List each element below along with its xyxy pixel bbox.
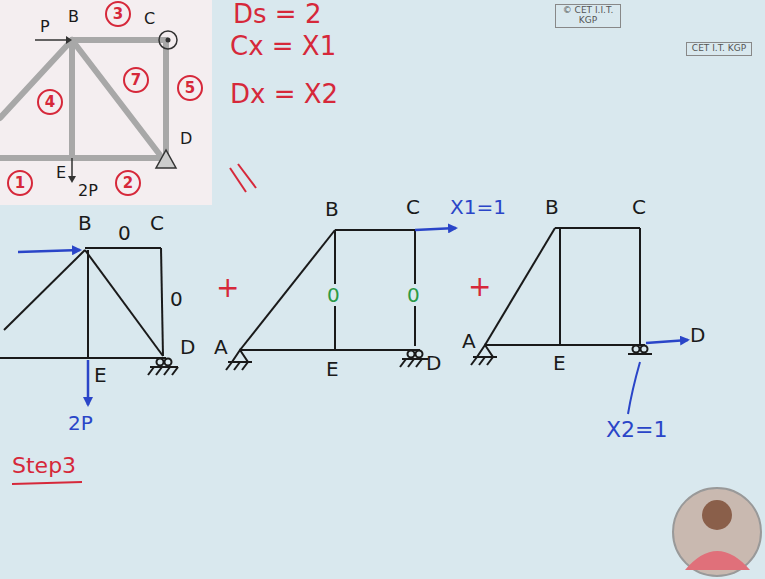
handwritten-label: C [144, 10, 155, 28]
handwritten-label: E [56, 164, 66, 182]
truss-one [0, 248, 178, 375]
handwritten-label: B [68, 8, 79, 26]
handwritten-label: 2P [78, 182, 98, 200]
handwritten-label: E [326, 358, 339, 380]
handwritten-label: D [426, 352, 441, 374]
member-number-circle: 3 [105, 1, 131, 27]
inset-truss [0, 40, 166, 158]
member-number: 1 [15, 176, 25, 191]
handwritten-label: X1=1 [450, 196, 506, 218]
handwritten-label: 0 [118, 222, 131, 244]
handwritten-label: 0 [325, 284, 342, 306]
handwritten-label: Dx = X2 [230, 80, 338, 109]
handwritten-label: + [216, 273, 239, 304]
member-number: 7 [131, 73, 141, 88]
handwritten-label: Ds = 2 [233, 0, 321, 29]
handwritten-label: B [78, 212, 92, 234]
handwritten-label: P [40, 18, 50, 36]
member-number: 2 [123, 176, 133, 191]
member-number: 4 [45, 95, 55, 110]
handwritten-label: B [325, 198, 339, 220]
truss-three [471, 228, 652, 365]
inset-panel [0, 0, 212, 205]
handwritten-label: C [406, 196, 420, 218]
handwritten-label: + [468, 272, 491, 303]
member-number-circle: 5 [177, 75, 203, 101]
member-number-circle: 4 [37, 89, 63, 115]
watermark: CET I.T. KGP [686, 42, 752, 56]
handwritten-label: D [690, 324, 705, 346]
member-number-circle: 2 [115, 170, 141, 196]
handwritten-label: D [180, 336, 195, 358]
handwritten-label: B [545, 196, 559, 218]
handwritten-label: Step3 [12, 454, 76, 478]
handwritten-label: 2P [68, 412, 93, 434]
roller-symbol [159, 31, 177, 49]
member-number-circle: 1 [7, 170, 33, 196]
handwritten-label: A [462, 330, 476, 352]
member-number: 5 [185, 81, 195, 96]
handwritten-label: Cx = X1 [230, 32, 336, 61]
handwritten-label: E [553, 352, 566, 374]
pin-support [156, 150, 176, 168]
member-number: 3 [113, 7, 123, 22]
handwritten-label: D [180, 130, 192, 148]
handwritten-label: 0 [405, 284, 422, 306]
handwritten-label: C [632, 196, 646, 218]
handwritten-label: E [94, 364, 107, 386]
member-number-circle: 7 [123, 67, 149, 93]
handwritten-label: X2=1 [606, 418, 668, 442]
watermark: © CET I.I.T. KGP [555, 4, 621, 28]
handwritten-label: 0 [170, 288, 183, 310]
handwritten-label: C [150, 212, 164, 234]
truss-two [226, 230, 428, 370]
presenter-thumbnail [673, 488, 761, 576]
handwritten-label: A [214, 336, 228, 358]
